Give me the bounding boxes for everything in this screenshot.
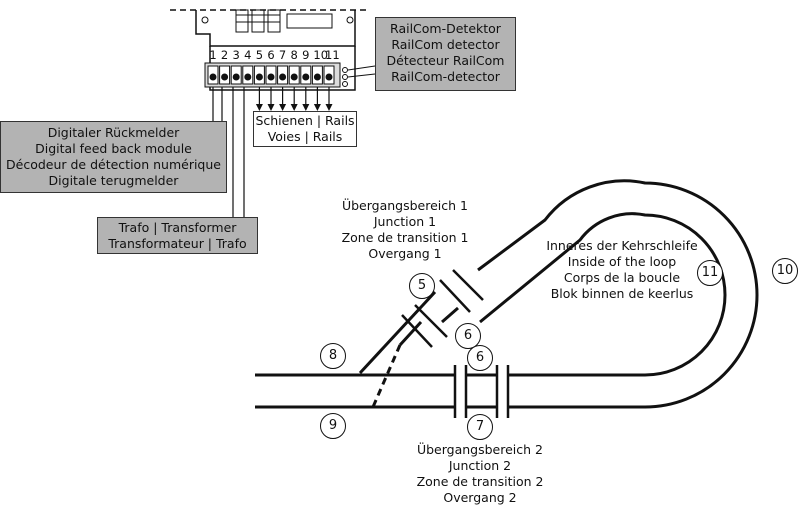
loop-inside-label: Inneres der Kehrschleife Inside of the l… (540, 238, 704, 302)
rail-arrow-8 (290, 104, 298, 111)
rails-line-2: Voies | Rails (267, 129, 343, 144)
rail-arrow-5 (255, 104, 263, 111)
loop-line-fr: Corps de la boucle (563, 270, 681, 285)
section-marker-9: 9 (320, 413, 346, 439)
rail-arrow-7 (279, 104, 287, 111)
junction-1-label: Übergangsbereich 1 Junction 1 Zone de tr… (335, 198, 475, 262)
loop-track (255, 179, 759, 418)
rail-arrow-10 (313, 104, 321, 111)
railcom-connector (342, 65, 376, 87)
section-marker-6-junction2: 6 (467, 345, 493, 371)
rails-box: Schienen | Rails Voies | Rails (253, 111, 357, 147)
loop-line-en: Inside of the loop (567, 254, 677, 269)
terminal-number-2: 2 (220, 48, 229, 62)
rail-arrow-6 (267, 104, 275, 111)
junction-2-line-en: Junction 2 (448, 458, 512, 473)
section-marker-8: 8 (320, 343, 346, 369)
loop-line-nl: Blok binnen de keerlus (550, 286, 694, 301)
junction-1-line-fr: Zone de transition 1 (341, 230, 469, 245)
junction-2-line-nl: Overgang 2 (443, 490, 517, 505)
feedback-line-nl: Digitale terugmelder (48, 173, 179, 188)
railcom-line-fr: Détecteur RailCom (386, 53, 505, 68)
terminal-screw-3 (232, 73, 240, 81)
terminal-screw-2 (221, 73, 229, 81)
junction-1-line-en: Junction 1 (373, 214, 437, 229)
section-marker-7: 7 (467, 414, 493, 440)
section-marker-6-junction1: 6 (455, 323, 481, 349)
feedback-module-box: Digitaler Rückmelder Digital feed back m… (0, 121, 227, 193)
terminal-screw-9 (302, 73, 310, 81)
terminal-number-6: 6 (267, 48, 275, 62)
railcom-detector-box: RailCom-Detektor RailCom detector Détect… (375, 17, 516, 91)
terminal-number-11: 11 (325, 48, 340, 62)
rail-arrows (255, 87, 333, 111)
terminal-number-7: 7 (278, 48, 287, 62)
junction-2-label: Übergangsbereich 2 Junction 2 Zone de tr… (410, 442, 550, 506)
feedback-line-en: Digital feed back module (35, 141, 192, 156)
feedback-line-de: Digitaler Rückmelder (47, 125, 180, 140)
junction-1-line-nl: Overgang 1 (368, 246, 442, 261)
terminal-blocks (207, 65, 335, 85)
transformer-line-2: Transformateur | Trafo (108, 236, 247, 251)
terminal-screw-5 (255, 73, 263, 81)
railcom-line-de: RailCom-Detektor (390, 21, 501, 36)
terminal-screw-8 (290, 73, 298, 81)
feedback-line-fr: Décodeur de détection numérique (6, 157, 221, 172)
rail-arrow-11 (325, 104, 333, 111)
terminal-screw-4 (244, 73, 252, 81)
terminal-number-3: 3 (232, 48, 240, 62)
transformer-line-1: Trafo | Transformer (118, 220, 237, 235)
junction-1-line-de: Übergangsbereich 1 (341, 198, 469, 213)
loop-line-de: Inneres der Kehrschleife (546, 238, 698, 253)
terminal-screw-7 (279, 73, 287, 81)
transformer-box: Trafo | Transformer Transformateur | Tra… (97, 217, 258, 254)
terminal-screw-6 (267, 73, 275, 81)
junction-2-line-de: Übergangsbereich 2 (416, 442, 544, 457)
section-marker-11: 11 (697, 260, 723, 286)
rail-arrow-9 (302, 104, 310, 111)
terminal-number-9: 9 (302, 48, 310, 62)
terminal-number-5: 5 (255, 48, 264, 62)
terminal-screw-1 (209, 73, 217, 81)
terminal-number-1: 1 (209, 48, 217, 62)
rails-line-1: Schienen | Rails (255, 113, 355, 128)
terminal-number-4: 4 (244, 48, 252, 62)
section-marker-10: 10 (772, 258, 798, 284)
railcom-line-en: RailCom detector (391, 37, 500, 52)
section-marker-5: 5 (409, 273, 435, 299)
terminal-number-10: 10 (313, 48, 329, 62)
railcom-line-nl: RailCom-detector (391, 69, 500, 84)
junction-2-line-fr: Zone de transition 2 (416, 474, 544, 489)
terminal-screw-10 (313, 73, 321, 81)
terminal-number-8: 8 (290, 48, 298, 62)
wires (212, 87, 245, 218)
terminal-screw-11 (325, 73, 333, 81)
